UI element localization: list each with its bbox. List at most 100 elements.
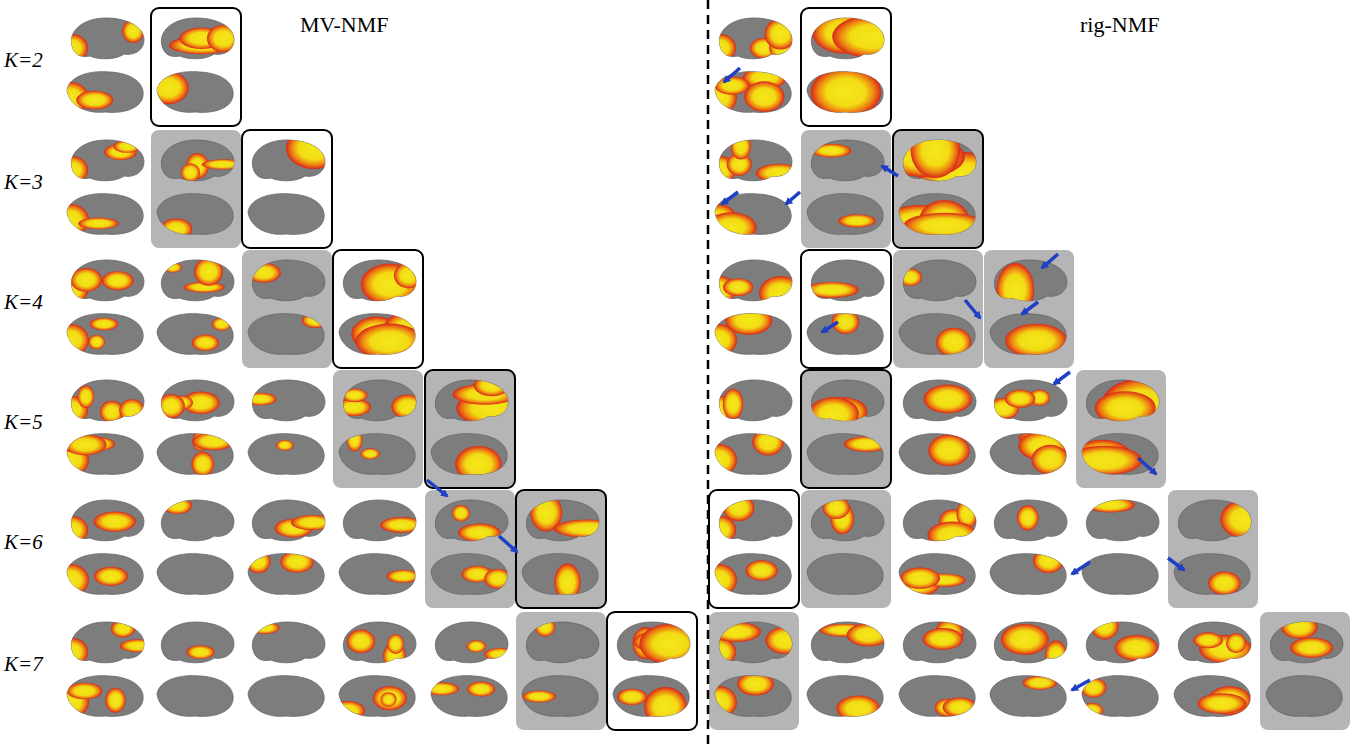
medial-brain bbox=[1080, 676, 1158, 718]
lateral-brain bbox=[799, 380, 884, 431]
row-label: K=2 bbox=[4, 48, 43, 73]
medial-brain bbox=[896, 554, 975, 596]
medial-brain bbox=[807, 554, 883, 595]
lateral-brain bbox=[883, 123, 1004, 200]
pointer-arrow bbox=[722, 192, 738, 204]
medial-brain bbox=[53, 676, 143, 718]
medial-brain bbox=[990, 548, 1066, 594]
medial-brain bbox=[157, 676, 233, 717]
medial-brain bbox=[701, 67, 791, 114]
lateral-brain bbox=[1085, 497, 1159, 540]
medial-brain bbox=[522, 554, 598, 601]
lateral-brain bbox=[161, 140, 243, 182]
lateral-brain bbox=[161, 18, 240, 59]
lateral-brain bbox=[704, 18, 796, 62]
lateral-brain bbox=[704, 260, 803, 310]
lateral-brain bbox=[704, 622, 805, 666]
lateral-brain bbox=[1178, 500, 1267, 541]
lateral-brain bbox=[811, 140, 884, 181]
shaded-box bbox=[516, 612, 606, 730]
lateral-brain bbox=[157, 380, 234, 421]
medial-brain bbox=[157, 431, 234, 476]
pointer-arrow bbox=[882, 166, 898, 176]
row-label: K=4 bbox=[4, 290, 43, 315]
shaded-box bbox=[1260, 612, 1350, 730]
shaded-box bbox=[893, 250, 983, 368]
lateral-brain bbox=[435, 500, 508, 542]
medial-brain bbox=[899, 434, 975, 475]
medial-brain bbox=[1174, 676, 1251, 717]
lateral-brain bbox=[343, 260, 423, 305]
medial-brain bbox=[53, 314, 143, 356]
lateral-brain bbox=[1086, 378, 1181, 429]
shaded-box bbox=[801, 130, 891, 248]
shaded-box bbox=[151, 130, 241, 248]
medial-brain bbox=[701, 554, 791, 596]
lateral-brain bbox=[811, 497, 884, 541]
medial-brain bbox=[431, 554, 512, 595]
lateral-brain bbox=[1178, 622, 1252, 663]
pointer-arrow bbox=[427, 480, 447, 496]
selected-box bbox=[333, 250, 423, 368]
lateral-brain bbox=[899, 260, 976, 301]
lateral-brain bbox=[252, 500, 334, 541]
pointer-arrow bbox=[1054, 372, 1070, 384]
pointer-arrow bbox=[786, 192, 800, 204]
lateral-brain bbox=[56, 140, 144, 184]
lateral-brain bbox=[617, 622, 701, 664]
medial-brain bbox=[701, 429, 791, 476]
lateral-brain bbox=[704, 133, 802, 184]
panel-title: rig-NMF bbox=[1080, 12, 1159, 38]
medial-brain bbox=[807, 67, 883, 117]
medial-brain bbox=[881, 194, 986, 243]
divider-line bbox=[707, 0, 710, 749]
lateral-brain bbox=[811, 622, 890, 663]
medial-brain bbox=[990, 676, 1066, 717]
medial-brain bbox=[53, 72, 143, 114]
medial-brain bbox=[701, 194, 791, 243]
lateral-brain bbox=[994, 622, 1067, 670]
pointer-arrow bbox=[1138, 458, 1156, 474]
medial-brain bbox=[899, 676, 977, 717]
lateral-brain bbox=[343, 500, 423, 541]
row-label: K=7 bbox=[4, 652, 43, 677]
lateral-brain bbox=[903, 499, 977, 549]
lateral-brain bbox=[1270, 615, 1343, 663]
medial-brain bbox=[807, 194, 883, 235]
lateral-brain bbox=[1086, 613, 1159, 663]
lateral-brain bbox=[526, 617, 599, 662]
medial-brain bbox=[157, 194, 233, 240]
lateral-brain bbox=[903, 620, 976, 663]
selected-box bbox=[801, 370, 891, 488]
medial-brain bbox=[1174, 554, 1250, 596]
pointer-arrow bbox=[499, 536, 517, 552]
medial-brain bbox=[148, 71, 233, 112]
lateral-brain bbox=[994, 260, 1067, 316]
selected-box bbox=[801, 250, 891, 368]
lateral-brain bbox=[161, 258, 234, 301]
lateral-brain bbox=[56, 380, 145, 424]
medial-brain bbox=[53, 194, 143, 236]
shaded-box bbox=[333, 370, 423, 488]
medial-brain bbox=[807, 310, 883, 355]
medial-brain bbox=[899, 314, 975, 358]
lateral-brain bbox=[56, 620, 156, 666]
medial-brain bbox=[1067, 434, 1158, 476]
medial-brain bbox=[701, 673, 791, 718]
shaded-box bbox=[1168, 490, 1258, 608]
shaded-box bbox=[242, 250, 332, 368]
lateral-brain bbox=[56, 500, 144, 544]
medial-brain bbox=[701, 306, 791, 356]
lateral-brain bbox=[526, 494, 621, 541]
selected-box bbox=[151, 8, 241, 126]
lateral-brain bbox=[811, 12, 912, 59]
medial-brain bbox=[248, 194, 324, 235]
pointer-arrow bbox=[1042, 254, 1058, 268]
medial-brain bbox=[807, 676, 883, 722]
shaded-box bbox=[425, 490, 515, 608]
medial-brain bbox=[522, 676, 598, 717]
selected-box bbox=[516, 490, 606, 608]
pointer-arrow bbox=[1022, 302, 1038, 314]
